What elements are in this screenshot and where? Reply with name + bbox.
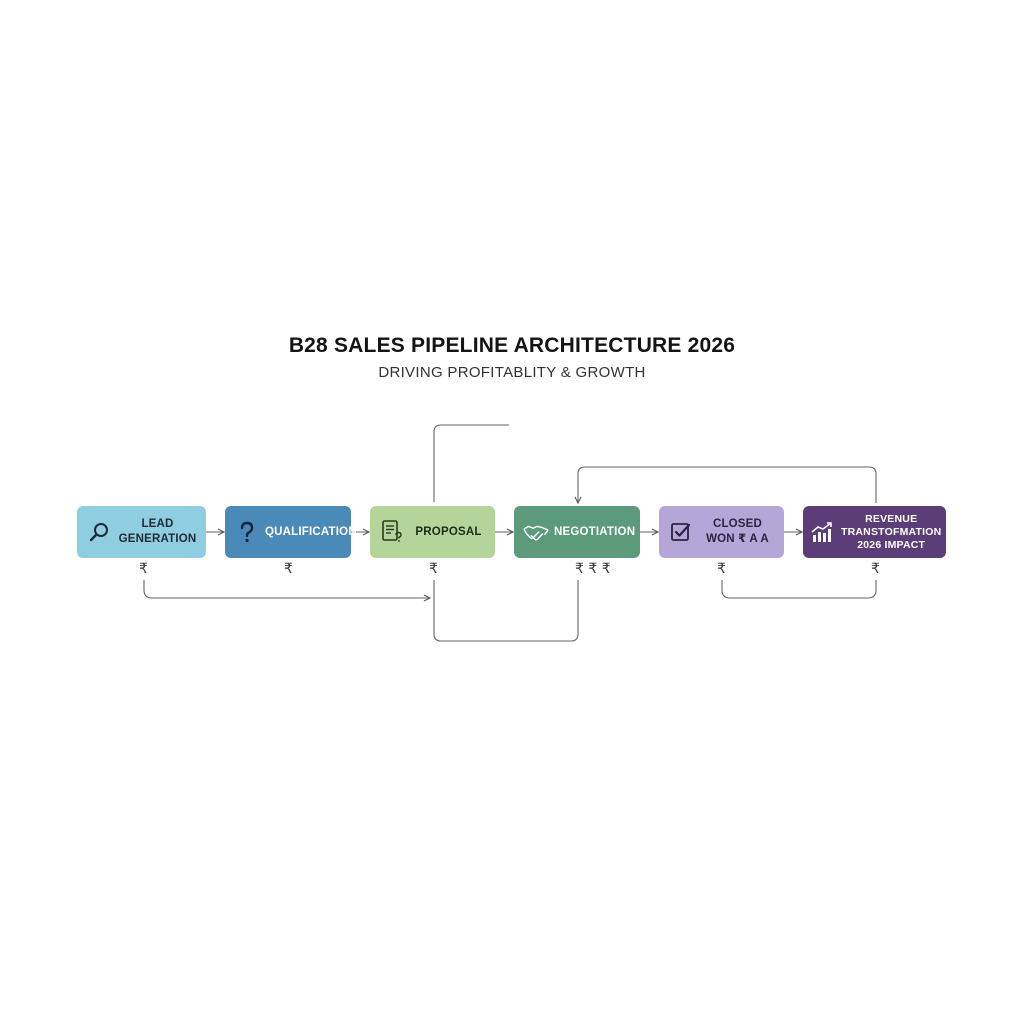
rupee-marker-negotiation: ₹ ₹ ₹ [575,561,611,577]
stage-proposal: PROPOSAL [370,506,495,558]
rupee-marker-revenue: ₹ [871,561,880,577]
stage-label: LEAD GENERATION [118,518,197,545]
proposal-upper-connector [433,424,509,502]
question-mark-icon [233,518,261,546]
stage-lead-generation: LEAD GENERATION [77,506,206,558]
stage-label: PROPOSAL [415,525,482,538]
rupee-marker-proposal: ₹ [429,561,438,577]
loop-closed-revenue [721,580,877,599]
loop-revenue-to-negotiation [578,466,877,503]
stage-revenue-transformation: REVENUE TRANSTOFMATION 2026 IMPACT [803,506,946,558]
diagram-title: B28 SALES PIPELINE ARCHITECTURE 2026 [288,334,736,357]
stage-label: REVENUE TRANSTOFMATION 2026 IMPACT [841,512,942,551]
magnifier-icon [85,518,113,546]
diagram-subtitle: DRIVING PROFITABLITY & GROWTH [378,364,646,381]
document-icon [378,518,406,546]
rupee-marker-lead: ₹ [139,561,148,577]
rupee-marker-qualification: ₹ [284,561,293,577]
loop-proposal-negotiation [433,580,579,642]
stage-closed-won: CLOSED WON ₹ A A [659,506,784,558]
handshake-icon [522,518,550,546]
growth-chart-icon [809,518,837,546]
checkbox-icon [667,518,695,546]
stage-negotiation: NEGOTIATION [514,506,640,558]
stage-label: CLOSED WON ₹ A A [706,518,769,545]
rupee-marker-closed: ₹ [717,561,726,577]
stage-qualification: QUALIFICATION [225,506,357,558]
stage-label: NEGOTIATION [554,525,636,538]
stage-label: QUALIFICATION [265,525,357,538]
loop-lead-to-proposal [143,580,430,598]
